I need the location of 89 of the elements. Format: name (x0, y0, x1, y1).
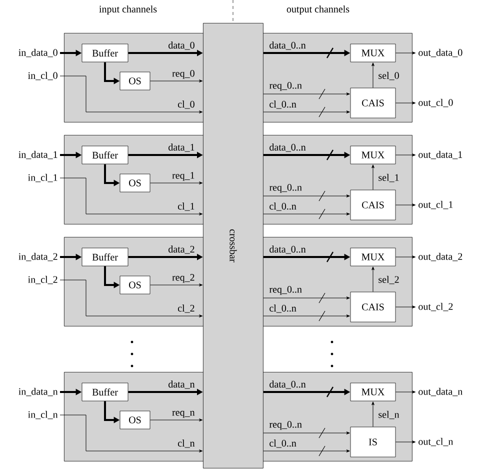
signal-name: in_data_0 (18, 48, 58, 58)
arrow (60, 178, 203, 216)
signal-name: in_cl_2 (28, 276, 58, 284)
edge-label: req_0..n (268, 285, 303, 296)
buffer-box: Buffer (82, 44, 128, 62)
mux-box: MUX (350, 382, 396, 402)
signal-name: in_cl_n (28, 410, 58, 420)
arrow (372, 266, 374, 292)
signal-name: in_cl_0 (28, 72, 58, 80)
buffer-box: Buffer (82, 248, 128, 266)
arrow (372, 62, 374, 88)
edge-label: cl_0..n (268, 202, 298, 212)
buffer-box: Buffer (82, 382, 128, 402)
edge-label: req_0..n (268, 81, 303, 92)
edge-label: cl_0..n (268, 100, 298, 110)
edge-label: cl_0..n (268, 438, 298, 449)
edge-label: req_2 (171, 273, 196, 284)
arrow (395, 154, 416, 156)
arrow (150, 80, 203, 82)
signal-name: in_cl_1 (28, 174, 58, 182)
edge-label: data_n (167, 380, 196, 390)
arrow (150, 418, 203, 422)
edge-label: req_0..n (268, 183, 303, 194)
os-box: OS (120, 410, 150, 430)
edge-label: cl_n (176, 438, 196, 449)
edge-label: sel_n (377, 410, 400, 420)
edge-label: req_0..n (268, 420, 303, 431)
signal-name: in_data_1 (18, 150, 58, 160)
arrow (150, 284, 203, 286)
edge-label: cl_0..n (268, 304, 298, 314)
scheduler-box: CAIS (350, 190, 396, 220)
signal-name: out_data_1 (418, 150, 462, 160)
edge-label: data_0..n (268, 244, 307, 255)
arrow (395, 256, 416, 258)
edge-label: data_1 (167, 142, 196, 153)
mux-box: MUX (350, 248, 396, 266)
heading: input channels (99, 5, 157, 15)
edge-label: sel_1 (377, 172, 400, 184)
bus-arrow (263, 190, 350, 202)
signal-name: out_cl_0 (418, 98, 453, 108)
bus-arrow (263, 292, 350, 304)
os-box: OS (120, 276, 150, 294)
arrow (395, 306, 416, 308)
signal-name: out_data_n (418, 388, 462, 396)
bus-arrow (263, 106, 350, 118)
bus-arrow (263, 446, 350, 456)
bus-arrow (263, 428, 350, 438)
edge-label: data_2 (167, 244, 196, 255)
arrow (395, 390, 416, 394)
heading: output channels (286, 5, 350, 15)
scheduler-box: CAIS (350, 292, 396, 322)
edge-label: req_1 (171, 171, 196, 182)
signal-name: out_data_0 (418, 48, 462, 58)
arrow (395, 102, 416, 104)
edge-label: cl_0 (176, 100, 196, 110)
bus-arrow (263, 208, 350, 220)
edge-label: cl_2 (176, 304, 196, 314)
os-box: OS (120, 174, 150, 192)
mux-box: MUX (350, 44, 396, 62)
arrow (372, 164, 374, 190)
signal-name: in_data_2 (18, 252, 58, 262)
buffer-box: Buffer (82, 146, 128, 164)
arrow (150, 182, 203, 184)
edge-label: data_0..n (268, 380, 307, 390)
signal-name: out_cl_2 (418, 302, 453, 312)
arrow (60, 280, 203, 318)
arrow (395, 204, 416, 206)
signal-name: out_data_2 (418, 252, 462, 262)
edge-label: cl_1 (176, 202, 196, 212)
edge-label: sel_2 (377, 274, 400, 286)
signal-name: in_data_n (18, 388, 58, 396)
arrow (395, 440, 416, 444)
signal-name: out_cl_n (418, 438, 454, 446)
arrow (60, 414, 203, 452)
edge-label: data_0..n (268, 40, 307, 51)
edge-label: req_0 (171, 69, 196, 80)
arrow (372, 402, 374, 428)
bus-arrow (263, 310, 350, 322)
arrow (395, 52, 416, 54)
edge-label: sel_0 (377, 70, 400, 82)
edge-label: data_0 (167, 40, 196, 51)
arrow (60, 76, 203, 114)
signal-name: out_cl_1 (418, 200, 453, 210)
scheduler-box: CAIS (350, 88, 396, 118)
os-box: OS (120, 72, 150, 90)
mux-box: MUX (350, 146, 396, 164)
edge-label: data_0..n (268, 142, 307, 153)
scheduler-box: IS (350, 426, 396, 458)
bus-arrow (263, 88, 350, 100)
